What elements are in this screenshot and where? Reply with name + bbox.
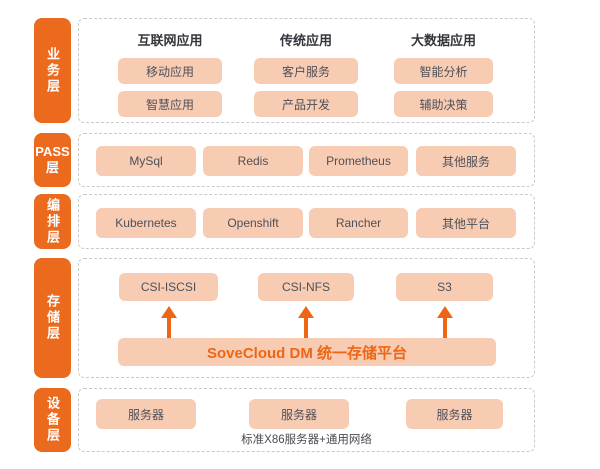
business-panel: 互联网应用 移动应用 智慧应用 传统应用 客户服务 产品开发 大数据应用 智能分… bbox=[78, 18, 535, 123]
app-box: 移动应用 bbox=[118, 58, 222, 84]
service-box: MySql bbox=[96, 146, 196, 176]
storage-protocol-box: S3 bbox=[396, 273, 493, 301]
platform-box: Kubernetes bbox=[96, 208, 196, 238]
layer-label-storage: 存储层 bbox=[34, 258, 71, 378]
storage-protocol-box: CSI-ISCSI bbox=[119, 273, 218, 301]
up-arrow-icon bbox=[437, 306, 453, 338]
app-box: 辅助决策 bbox=[394, 91, 493, 117]
business-column-internet: 互联网应用 移动应用 智慧应用 bbox=[118, 19, 222, 122]
service-box: Redis bbox=[203, 146, 303, 176]
layer-label-device: 设备层 bbox=[34, 388, 71, 452]
platform-box: Openshift bbox=[203, 208, 303, 238]
layer-row-pass: PASS层 MySql Redis Prometheus 其他服务 bbox=[0, 133, 600, 187]
device-panel: 服务器 服务器 服务器 标准X86服务器+通用网络 bbox=[78, 388, 535, 452]
layer-label-storage-text: 存储层 bbox=[45, 294, 60, 342]
app-box: 智慧应用 bbox=[118, 91, 222, 117]
layer-row-storage: 存储层 CSI-ISCSI CSI-NFS S3 SoveCloud DM 统一… bbox=[0, 258, 600, 378]
server-box: 服务器 bbox=[249, 399, 349, 429]
layer-label-business-text: 业务层 bbox=[45, 46, 60, 95]
layer-row-device: 设备层 服务器 服务器 服务器 标准X86服务器+通用网络 bbox=[0, 388, 600, 452]
unified-storage-platform: SoveCloud DM 统一存储平台 bbox=[118, 338, 496, 366]
app-box: 客户服务 bbox=[254, 58, 358, 84]
layer-label-pass-text: PASS层 bbox=[35, 143, 70, 175]
service-box: 其他服务 bbox=[416, 146, 516, 176]
layer-label-orchestration: 编排层 bbox=[34, 194, 71, 249]
column-header-internet: 互联网应用 bbox=[137, 33, 203, 48]
orchestration-panel: Kubernetes Openshift Rancher 其他平台 bbox=[78, 194, 535, 249]
column-header-traditional: 传统应用 bbox=[279, 33, 332, 48]
layer-label-pass: PASS层 bbox=[34, 133, 71, 187]
layer-row-orchestration: 编排层 Kubernetes Openshift Rancher 其他平台 bbox=[0, 194, 600, 249]
column-header-bigdata: 大数据应用 bbox=[410, 33, 476, 48]
business-column-bigdata: 大数据应用 智能分析 辅助决策 bbox=[394, 19, 493, 122]
server-box: 服务器 bbox=[96, 399, 196, 429]
storage-protocol-box: CSI-NFS bbox=[258, 273, 354, 301]
up-arrow-icon bbox=[298, 306, 314, 338]
storage-panel: CSI-ISCSI CSI-NFS S3 SoveCloud DM 统一存储平台 bbox=[78, 258, 535, 378]
server-box: 服务器 bbox=[406, 399, 503, 429]
app-box: 智能分析 bbox=[394, 58, 493, 84]
pass-panel: MySql Redis Prometheus 其他服务 bbox=[78, 133, 535, 187]
platform-box: Rancher bbox=[309, 208, 408, 238]
layer-label-business: 业务层 bbox=[34, 18, 71, 123]
business-column-traditional: 传统应用 客户服务 产品开发 bbox=[254, 19, 358, 122]
app-box: 产品开发 bbox=[254, 91, 358, 117]
device-caption: 标准X86服务器+通用网络 bbox=[241, 434, 372, 446]
layer-label-device-text: 设备层 bbox=[45, 396, 60, 444]
layer-label-orchestration-text: 编排层 bbox=[45, 197, 60, 246]
service-box: Prometheus bbox=[309, 146, 408, 176]
layer-row-business: 业务层 互联网应用 移动应用 智慧应用 传统应用 客户服务 产品开发 大数据应用… bbox=[0, 18, 600, 123]
platform-box: 其他平台 bbox=[416, 208, 516, 238]
up-arrow-icon bbox=[161, 306, 177, 338]
